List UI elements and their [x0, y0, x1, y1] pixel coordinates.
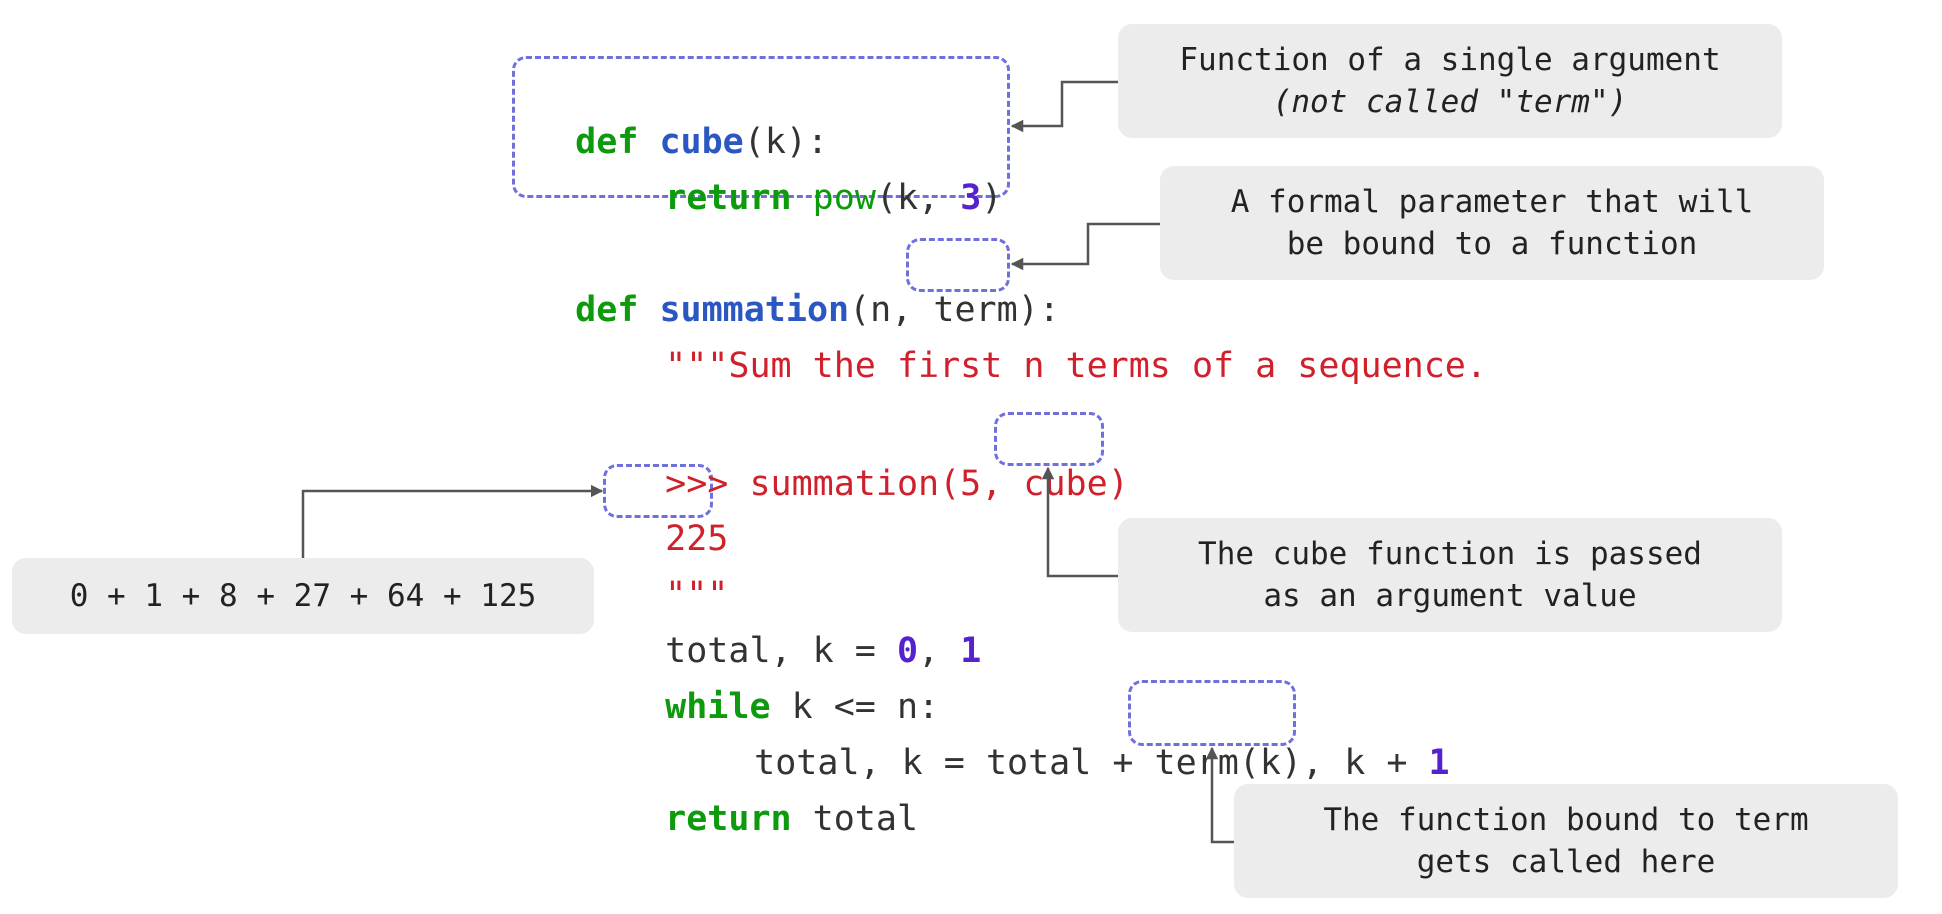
- cube-params: (k):: [743, 122, 829, 162]
- code-line-loop-body: total, k = total + term(k), k + 1: [712, 694, 1450, 786]
- param-term: term: [933, 290, 1018, 330]
- callout-single-argument-line1: Function of a single argument: [1179, 42, 1721, 78]
- keyword-while: while: [665, 687, 771, 727]
- number-0: 0: [896, 631, 919, 671]
- callout-single-argument: Function of a single argument (not calle…: [1118, 24, 1782, 138]
- arrow-bound-called: [1205, 746, 1234, 844]
- pow-args: (k,: [875, 178, 961, 218]
- arrow-single-argument: [1010, 80, 1118, 133]
- doctest-arg-cube: cube: [1023, 464, 1108, 504]
- term-call: term(k): [1154, 743, 1303, 783]
- code-line-docstring-end: """: [623, 526, 728, 618]
- callout-cube-passed-line1: The cube function is passed: [1198, 536, 1702, 572]
- doctest-result: 225: [665, 519, 729, 559]
- builtin-pow: pow: [812, 178, 876, 218]
- summation-params-close: ):: [1017, 290, 1060, 330]
- code-line-while: while k <= n:: [623, 638, 939, 730]
- callout-bound-called: The function bound to term gets called h…: [1234, 784, 1898, 898]
- callout-sum-expansion-text: 0 + 1 + 8 + 27 + 64 + 125: [69, 578, 537, 614]
- doctest-close: ): [1107, 464, 1129, 504]
- arrow-formal-parameter: [1010, 222, 1160, 271]
- number-1: 1: [1428, 743, 1450, 783]
- total-assign: total, k =: [665, 631, 897, 671]
- keyword-def: def: [575, 290, 639, 330]
- loop-assign: total, k = total +: [754, 743, 1155, 783]
- callout-cube-passed-line2: as an argument value: [1263, 578, 1637, 614]
- code-line-def-cube: def cube(k):: [533, 73, 828, 165]
- callout-single-argument-line2: (not called "term"): [1272, 84, 1628, 120]
- callout-bound-called-line1: The function bound to term: [1323, 802, 1809, 838]
- doctest-prompt: >>> summation(5,: [665, 464, 1024, 504]
- function-name-cube: cube: [659, 122, 744, 162]
- callout-formal-parameter-line2: be bound to a function: [1286, 226, 1698, 262]
- term-call-highlight: [1128, 680, 1296, 746]
- callout-cube-passed: The cube function is passed as an argume…: [1118, 518, 1782, 632]
- cube-def-highlight: [512, 56, 1010, 198]
- code-line-return-total: return total: [623, 750, 918, 842]
- while-condition: k <= n:: [770, 687, 940, 727]
- arrow-sum-expansion: [301, 484, 604, 558]
- number-1: 1: [960, 631, 982, 671]
- code-line-def-summation: def summation(n, term):: [533, 241, 1060, 333]
- keyword-return: return: [665, 799, 792, 839]
- function-name-summation: summation: [659, 290, 850, 330]
- docstring-text: """Sum the first n terms of a sequence.: [665, 346, 1487, 386]
- code-line-docstring: """Sum the first n terms of a sequence.: [623, 297, 1487, 389]
- arrow-cube-passed: [1041, 466, 1118, 578]
- number-3: 3: [960, 178, 982, 218]
- cube-arg-highlight: [994, 412, 1104, 466]
- callout-formal-parameter-line1: A formal parameter that will: [1230, 184, 1754, 220]
- summation-params-open: (n,: [849, 290, 934, 330]
- return-total: total: [791, 799, 919, 839]
- callout-bound-called-line2: gets called here: [1416, 844, 1716, 880]
- code-line-doctest-result: 225: [623, 470, 728, 562]
- term-param-highlight: [906, 238, 1010, 292]
- callout-formal-parameter: A formal parameter that will be bound to…: [1160, 166, 1824, 280]
- keyword-def: def: [575, 122, 639, 162]
- total-sep: ,: [918, 631, 961, 671]
- callout-sum-expansion: 0 + 1 + 8 + 27 + 64 + 125: [12, 558, 594, 634]
- code-line-doctest-call: >>> summation(5, cube): [623, 415, 1129, 507]
- code-line-return-pow: return pow(k, 3): [623, 129, 1002, 221]
- keyword-return: return: [665, 178, 792, 218]
- docstring-end: """: [665, 575, 729, 615]
- code-line-total-init: total, k = 0, 1: [623, 582, 981, 674]
- result-highlight: [603, 464, 713, 518]
- pow-close: ): [981, 178, 1003, 218]
- loop-increment: , k +: [1302, 743, 1429, 783]
